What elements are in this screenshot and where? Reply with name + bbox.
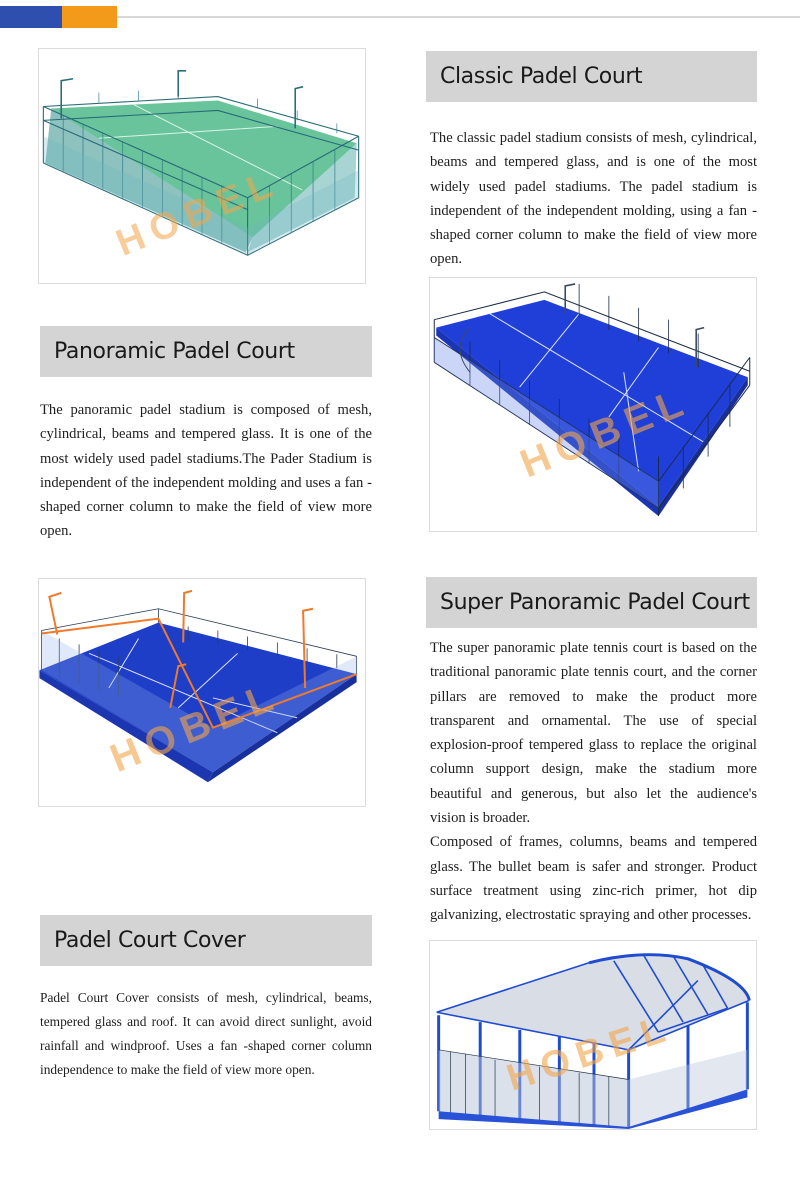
classic-court-heading: Classic Padel Court	[426, 51, 757, 102]
super-panoramic-court-paragraph-1: The super panoramic plate tennis court i…	[430, 640, 757, 827]
classic-court-paragraph: The classic padel stadium consists of me…	[430, 130, 757, 268]
super-panoramic-court-paragraph-2: Composed of frames, columns, beams and t…	[430, 834, 757, 924]
top-bar-blue-block	[0, 6, 62, 28]
super-panoramic-court-description: The super panoramic plate tennis court i…	[430, 636, 757, 928]
court-cover-heading: Padel Court Cover	[40, 915, 372, 966]
panoramic-court-heading: Panoramic Padel Court	[40, 326, 372, 377]
classic-court-image: HOBEL	[38, 48, 366, 284]
panoramic-court-description: The panoramic padel stadium is composed …	[40, 398, 372, 544]
super-panoramic-court-image: HOBEL	[38, 578, 366, 807]
panoramic-court-image: HOBEL	[429, 277, 757, 532]
top-bar-orange-block	[62, 6, 117, 28]
court-cover-paragraph: Padel Court Cover consists of mesh, cyli…	[40, 990, 372, 1077]
panoramic-court-paragraph: The panoramic padel stadium is composed …	[40, 402, 372, 540]
super-panoramic-court-heading: Super Panoramic Padel Court	[426, 577, 757, 628]
court-cover-description: Padel Court Cover consists of mesh, cyli…	[40, 986, 372, 1082]
court-cover-image: HOBEL	[429, 940, 757, 1130]
classic-court-description: The classic padel stadium consists of me…	[430, 126, 757, 272]
top-bar-divider	[117, 16, 800, 18]
